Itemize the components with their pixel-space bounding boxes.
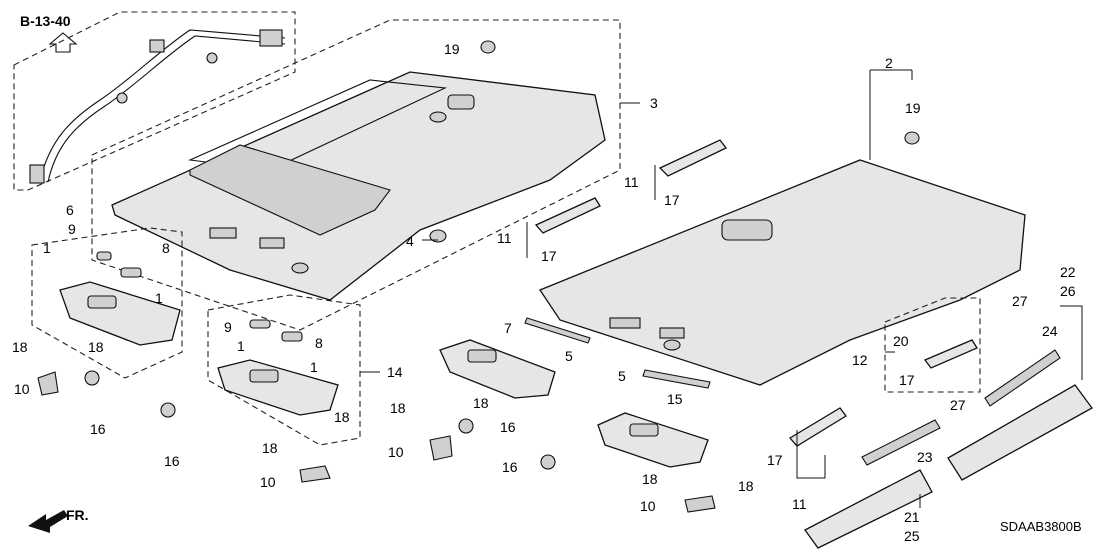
callout-18: 18	[473, 395, 489, 411]
sunvisor-15	[597, 412, 709, 468]
callout-3: 3	[650, 95, 658, 111]
callout-18: 18	[262, 440, 278, 456]
side-curtain-harness	[29, 29, 286, 184]
headliner-2	[539, 159, 1026, 386]
callout-1: 1	[43, 240, 51, 256]
grab-handle-lower	[788, 407, 847, 447]
callout-4: 4	[406, 233, 414, 249]
callout-5: 5	[618, 368, 626, 384]
callout-17: 17	[899, 372, 915, 388]
callout-9: 9	[68, 221, 76, 237]
callout-1: 1	[237, 338, 245, 354]
callout-20: 20	[893, 333, 909, 349]
callout-1: 1	[155, 290, 163, 306]
callout-8: 8	[162, 240, 170, 256]
callout-16: 16	[90, 421, 106, 437]
callout-21: 21	[904, 509, 920, 525]
callout-15: 15	[667, 391, 683, 407]
callout-19: 19	[444, 41, 460, 57]
callout-27: 27	[1012, 293, 1028, 309]
callout-7: 7	[504, 320, 512, 336]
callout-17: 17	[664, 192, 680, 208]
callout-12: 12	[852, 352, 868, 368]
bracket-23	[861, 419, 941, 466]
callout-11: 11	[792, 496, 807, 512]
callout-14: 14	[387, 364, 403, 380]
callout-27: 27	[950, 397, 966, 413]
callout-16: 16	[500, 419, 516, 435]
callout-18: 18	[12, 339, 28, 355]
callout-18: 18	[738, 478, 754, 494]
callout-2: 2	[885, 55, 893, 71]
callout-11: 11	[624, 174, 639, 190]
callout-labels: 1 1 1 1 2 3 4 5 5 6 7 8 8 9 9 10 10 10 1…	[12, 41, 1076, 544]
sunvisor-14	[217, 359, 339, 416]
callout-18: 18	[390, 400, 406, 416]
callout-10: 10	[640, 498, 656, 514]
callout-26: 26	[1060, 283, 1076, 299]
callout-10: 10	[14, 381, 30, 397]
grab-handle-mid	[534, 197, 601, 234]
drawing-code: SDAAB3800B	[1000, 519, 1082, 534]
side-trim-21	[804, 469, 933, 549]
callout-17: 17	[541, 248, 557, 264]
bracket-24	[984, 349, 1061, 407]
callout-16: 16	[502, 459, 518, 475]
weatherstrip-5-upper	[524, 317, 591, 344]
side-trim-22	[947, 384, 1093, 481]
headliner-3	[111, 71, 606, 301]
ref-code: B-13-40	[20, 13, 71, 29]
front-arrow-icon	[28, 510, 68, 533]
callout-5: 5	[565, 348, 573, 364]
callout-1: 1	[310, 359, 318, 375]
callout-25: 25	[904, 528, 920, 544]
callout-6: 6	[66, 202, 74, 218]
callout-23: 23	[917, 449, 933, 465]
sunvisor-6-dashed-box	[31, 227, 183, 379]
grab-handle-12-dashed-box	[884, 297, 981, 393]
callout-19: 19	[905, 100, 921, 116]
sunvisor-14-dashed-box	[207, 294, 361, 446]
callout-22: 22	[1060, 264, 1076, 280]
grab-handle-12	[923, 339, 978, 369]
callout-10: 10	[260, 474, 276, 490]
callout-16: 16	[164, 453, 180, 469]
callout-24: 24	[1042, 323, 1058, 339]
callout-18: 18	[642, 471, 658, 487]
leader-lines	[360, 69, 1083, 508]
callout-18: 18	[334, 409, 350, 425]
callout-18: 18	[88, 339, 104, 355]
airbag-dashed-box	[13, 11, 296, 191]
clip-parts	[37, 40, 920, 513]
sunvisor-6	[59, 281, 181, 346]
grab-handle-upper	[658, 139, 727, 177]
front-label: FR.	[66, 507, 89, 523]
headliner-3-dashed-box	[91, 19, 621, 331]
callout-9: 9	[224, 319, 232, 335]
callout-17: 17	[767, 452, 783, 468]
callout-11: 11	[497, 230, 512, 246]
weatherstrip-5-lower	[642, 369, 711, 389]
sunvisor-7	[439, 339, 556, 399]
callout-10: 10	[388, 444, 404, 460]
reference-arrow	[48, 32, 78, 53]
callout-8: 8	[315, 335, 323, 351]
